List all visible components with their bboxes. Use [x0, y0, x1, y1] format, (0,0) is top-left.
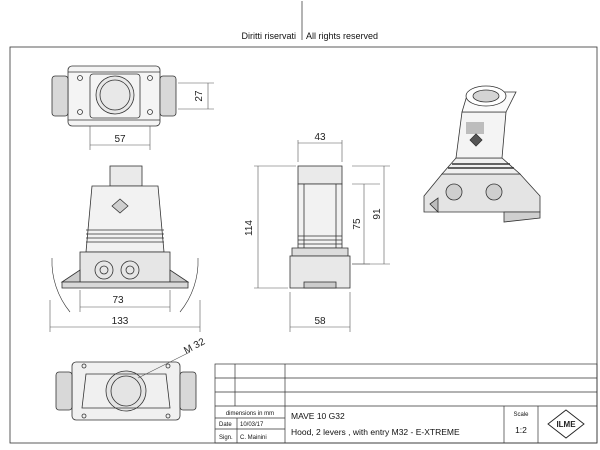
dim-side-base-width-label: 58: [314, 316, 326, 327]
dimension-top-height: 27: [178, 82, 214, 110]
sign-value: C. Mainini: [240, 435, 267, 441]
date-label: Date: [219, 422, 232, 428]
logo-text: ILME: [556, 420, 576, 429]
dim-side-body-height-label: 75: [352, 218, 363, 230]
rights-italian: Diritti riservati: [241, 31, 296, 41]
dim-front-outer-label: 133: [112, 316, 129, 327]
dim-top-height-label: 27: [194, 90, 205, 102]
rights-english: All rights reserved: [306, 31, 378, 41]
dim-side-width-label: 43: [314, 132, 326, 143]
product-description: Hood, 2 levers , with entry M32 - E-XTRE…: [291, 427, 460, 437]
dim-front-inner-label: 73: [112, 295, 124, 306]
title-block: [214, 363, 598, 444]
dim-top-width-label: 57: [114, 134, 126, 145]
scale-value: 1:2: [515, 425, 527, 435]
product-code: MAVE 10 G32: [291, 411, 345, 421]
dim-side-hood-height-label: 91: [372, 208, 383, 220]
bottom-view: [55, 361, 197, 421]
dim-side-total-height-label: 114: [244, 220, 255, 236]
sign-label: Sign.: [219, 435, 233, 441]
dimension-top-width: 57: [89, 126, 151, 150]
dimension-side-hood-height: 91: [352, 165, 390, 265]
dimension-front-outer: 133: [49, 300, 201, 332]
dimension-side-base-width: 58: [289, 292, 351, 332]
units-note: dimensions in mm: [226, 411, 274, 417]
top-view: [51, 65, 177, 127]
date-value: 10/03/17: [240, 422, 264, 428]
scale-label: Scale: [513, 412, 529, 418]
dimension-side-total-height: 114: [244, 165, 296, 289]
dimension-side-width: 43: [297, 132, 343, 162]
dim-entry-label: M 32: [182, 336, 207, 356]
front-view: [51, 165, 199, 313]
dimension-front-inner: 73: [79, 290, 171, 312]
isometric-view: [423, 85, 541, 223]
side-view: [289, 165, 351, 289]
dimension-side-body-height: 75: [352, 183, 380, 265]
ilme-logo: ILME: [547, 409, 585, 439]
